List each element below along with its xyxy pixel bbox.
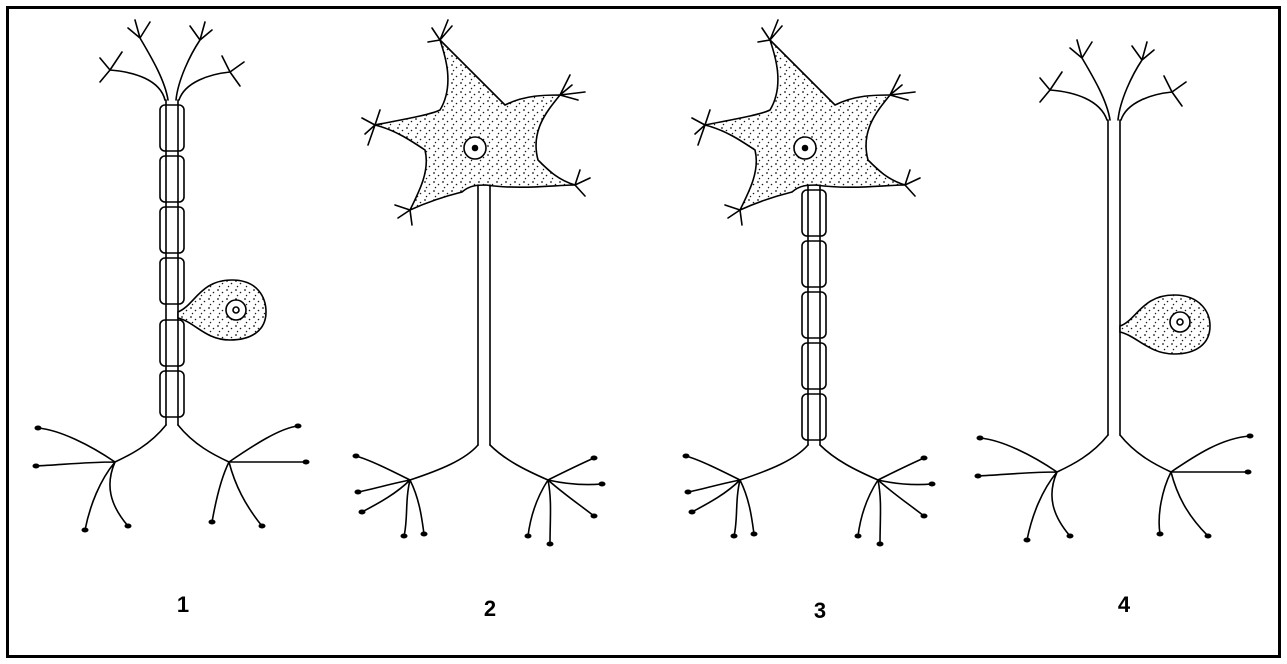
neuron-2-terminal-knobs	[353, 454, 606, 547]
neuron-3-label: 3	[814, 598, 826, 624]
neuron-3-terminal-knobs	[683, 454, 936, 547]
neuron-4-label: 4	[1118, 592, 1130, 618]
neuron-1-upper-branches	[100, 20, 244, 100]
neuron-2	[353, 20, 606, 547]
neuron-4-upper-branches	[1040, 40, 1186, 120]
neuron-2-nucleus	[464, 137, 486, 159]
neuron-1-label: 1	[177, 592, 189, 618]
neuron-1-axon	[166, 100, 178, 425]
neuron-4-terminal-knobs	[975, 434, 1254, 543]
neuron-3-nucleus	[794, 137, 816, 159]
neuron-1-cell-body	[178, 280, 266, 340]
neuron-3-myelin-sheath	[802, 190, 826, 440]
neuron-4-nucleus	[1170, 312, 1190, 332]
neuron-1-terminal-knobs	[33, 424, 310, 533]
neuron-2-axon-terminals	[356, 445, 602, 544]
neuron-4	[975, 40, 1254, 543]
neuron-1-nucleus	[226, 300, 246, 320]
neuron-4-cell-body	[1120, 295, 1210, 354]
neuron-2-cell-body	[375, 40, 575, 210]
neuron-3-cell-body	[705, 40, 905, 210]
neuron-2-axon	[478, 185, 490, 445]
neuron-1-myelin-sheath	[160, 105, 184, 417]
neuron-2-label: 2	[484, 596, 496, 622]
neuron-4-axon	[1108, 120, 1120, 435]
neuron-1-axon-terminals	[36, 425, 306, 530]
neuron-3-axon	[808, 185, 820, 445]
neuron-3	[683, 20, 936, 547]
neuron-3-axon-terminals	[686, 445, 932, 544]
neuron-4-axon-terminals	[978, 435, 1250, 540]
neuron-1	[33, 20, 310, 533]
